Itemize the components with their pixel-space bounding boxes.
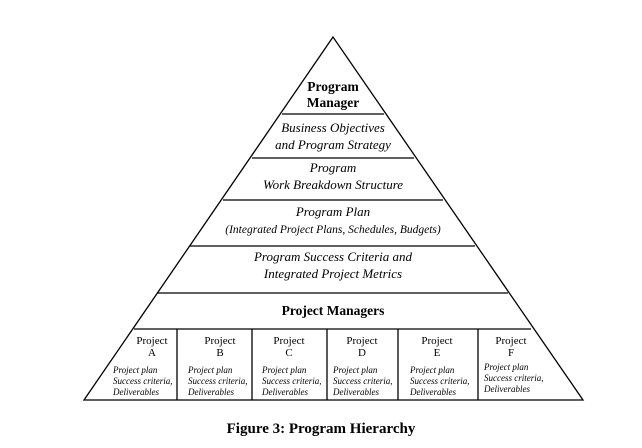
level-business-objectives-line-2: and Program Strategy [275,137,391,152]
level-success-criteria-line-2: Integrated Project Metrics [263,266,402,281]
project-b-name: Project [204,335,235,347]
project-f-detail: Deliverables [483,384,530,394]
project-b-letter: B [216,347,223,359]
project-c-detail: Project plan [261,365,307,375]
project-e-detail: Project plan [409,365,455,375]
level-success-criteria-line-1: Program Success Criteria and [253,249,413,264]
project-b-detail: Project plan [187,365,233,375]
project-d-detail: Project plan [332,365,378,375]
project-b-detail: Success criteria, [188,376,247,386]
project-e-name: Project [421,335,452,347]
project-c-name: Project [273,335,304,347]
project-e-detail: Success criteria, [410,376,469,386]
project-e-letter: E [434,347,441,359]
project-f-detail: Success criteria, [484,373,543,383]
apex-label-line-2: Manager [307,95,359,110]
project-a-letter: A [148,347,156,359]
pyramid-outline [82,35,585,401]
level-program-plan-line-1: Program Plan [295,204,370,219]
figure-caption: Figure 3: Program Hierarchy [226,421,416,437]
project-c-detail: Success criteria, [262,376,321,386]
project-b-detail: Deliverables [187,387,234,397]
project-a-detail: Deliverables [112,387,159,397]
level-wbs-line-2: Work Breakdown Structure [263,177,403,192]
level-business-objectives-line-1: Business Objectives [281,120,385,135]
project-d-letter: D [358,347,366,359]
level-program-plan-line-2: (Integrated Project Plans, Schedules, Bu… [225,224,441,236]
project-e-detail: Deliverables [409,387,456,397]
project-c-letter: C [285,347,292,359]
project-d-name: Project [346,335,377,347]
project-managers-label: Project Managers [282,303,385,318]
project-a-name: Project [136,335,167,347]
level-wbs-line-1: Program [309,160,356,175]
project-d-detail: Deliverables [332,387,379,397]
project-f-detail: Project plan [483,362,529,372]
project-f-name: Project [495,335,526,347]
project-d-detail: Success criteria, [333,376,392,386]
project-f-letter: F [508,347,514,359]
apex-label-line-1: Program [307,79,359,94]
project-a-detail: Project plan [112,365,158,375]
project-c-detail: Deliverables [261,387,308,397]
project-a-detail: Success criteria, [113,376,172,386]
